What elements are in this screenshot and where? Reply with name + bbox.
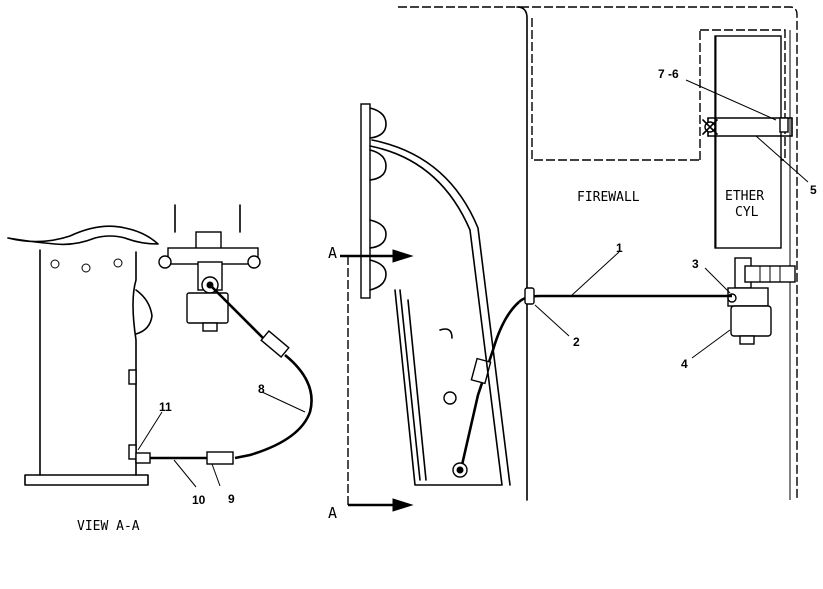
callout-1: 1: [616, 241, 623, 255]
leader-lines: [137, 79, 809, 488]
ether-line: [460, 287, 732, 466]
dash-panel: [360, 103, 511, 486]
section-a-bottom: A: [328, 504, 337, 522]
solenoid-valve: [727, 257, 796, 345]
engine-housing: [7, 225, 159, 486]
ether-label: ETHER: [725, 189, 764, 204]
callout-7-6: 7 -6: [658, 67, 679, 81]
firewall-label: FIREWALL: [577, 190, 640, 205]
mount-bracket: [158, 204, 261, 332]
hose-assembly: [135, 286, 313, 465]
callout-9: 9: [228, 492, 235, 506]
ether-cylinder: [714, 35, 782, 249]
callout-8: 8: [258, 382, 265, 396]
section-a-top: A: [328, 244, 337, 262]
section-line-a-a: [340, 249, 414, 512]
callout-2: 2: [573, 335, 580, 349]
cylinder-clamp: [702, 117, 793, 137]
callout-10: 10: [192, 493, 206, 507]
callout-11: 11: [159, 400, 172, 414]
callout-4: 4: [681, 357, 688, 371]
callout-5: 5: [810, 183, 817, 197]
callout-3: 3: [692, 257, 699, 271]
cyl-label: CYL: [735, 205, 759, 220]
view-label: VIEW A-A: [77, 519, 140, 534]
